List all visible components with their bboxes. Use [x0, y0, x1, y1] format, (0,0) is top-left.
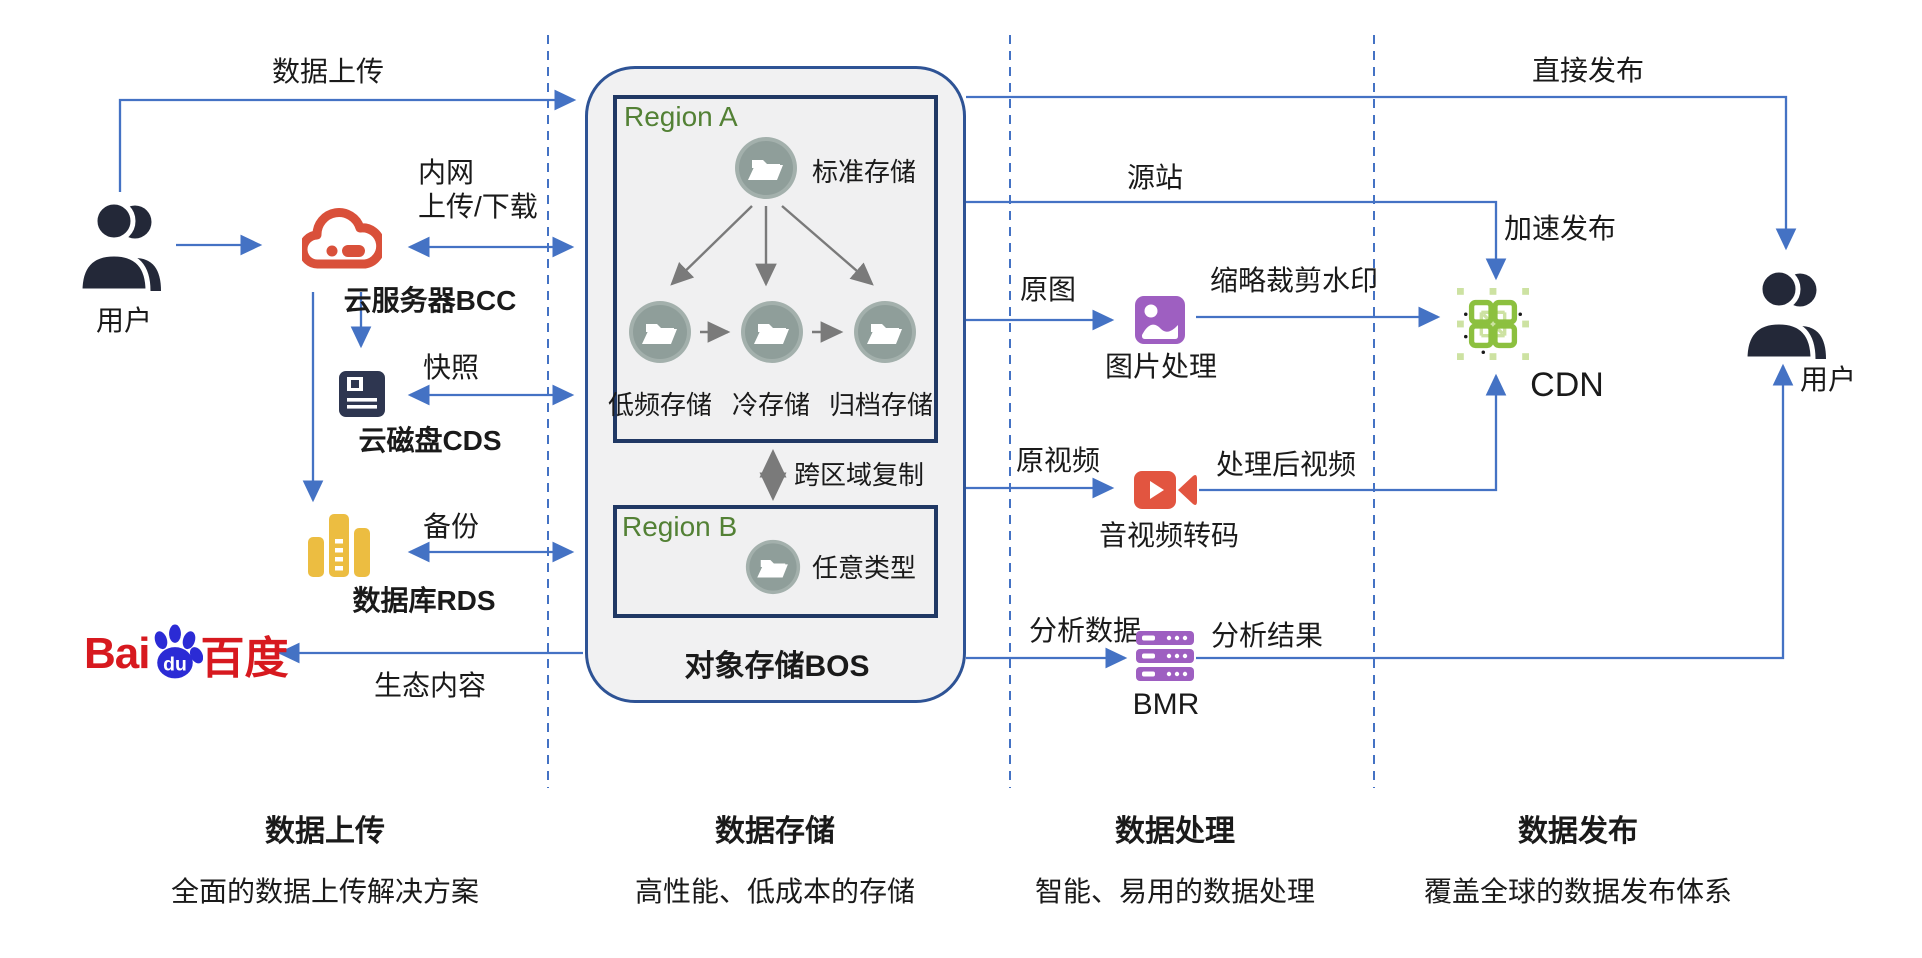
media-transcoding-icon	[1134, 467, 1198, 518]
infrequent-storage-label: 低频存储	[607, 390, 713, 420]
analyze-result-label: 分析结果	[1210, 620, 1324, 651]
standard-storage-label: 标准存储	[812, 157, 917, 187]
region-b-label: Region B	[622, 511, 738, 542]
intranet-line2: 上传/下载	[418, 191, 538, 222]
any-type-label: 任意类型	[812, 553, 917, 583]
footer-col-upload: 数据上传 全面的数据上传解决方案	[171, 806, 479, 910]
cdn-label: CDN	[1530, 366, 1604, 404]
footer-desc-processing: 智能、易用的数据处理	[1034, 876, 1316, 907]
intranet-line1: 内网	[418, 157, 475, 188]
cdn-icon	[1457, 288, 1529, 365]
region-a-label: Region A	[624, 101, 738, 132]
any-type-folder-icon	[745, 539, 801, 600]
intranet-edge-label: 内网 上传/下载	[418, 156, 538, 224]
baidu-paw-icon: du	[147, 624, 204, 685]
eco-content-edge-label: 生态内容	[373, 670, 487, 701]
rds-label: 数据库RDS	[352, 585, 496, 616]
infrequent-storage-folder-icon	[628, 300, 692, 369]
image-processing-label: 图片处理	[1104, 351, 1218, 382]
original-image-label: 原图	[1019, 274, 1077, 305]
snapshot-edge-label: 快照	[422, 352, 480, 383]
media-transcoding-label: 音视频转码	[1098, 520, 1240, 551]
archive-storage-label: 归档存储	[828, 390, 934, 420]
footer-title-publishing: 数据发布	[1517, 815, 1638, 848]
bmr-label: BMR	[1132, 688, 1200, 721]
baidu-logo-du: du	[164, 653, 188, 675]
cds-label: 云磁盘CDS	[358, 425, 502, 456]
cds-disk-icon	[339, 371, 385, 422]
user-right-icon	[1741, 264, 1833, 367]
cold-storage-folder-icon	[740, 300, 804, 369]
footer-title-storage: 数据存储	[714, 815, 835, 848]
standard-storage-folder-icon	[734, 136, 798, 205]
direct-publish-label: 直接发布	[1531, 55, 1645, 86]
baidu-logo-bai: Bai	[84, 629, 150, 678]
user-left-label: 用户	[95, 305, 153, 336]
baidu-logo-cn: 百度	[200, 634, 289, 683]
user-right-label: 用户	[1800, 364, 1857, 395]
user-left-icon	[76, 196, 168, 299]
upload-edge-label: 数据上传	[271, 56, 385, 87]
image-processing-icon	[1135, 296, 1185, 349]
phase-separators	[547, 35, 1375, 788]
cold-storage-label: 冷存储	[731, 390, 811, 420]
footer-col-storage: 数据存储 高性能、低成本的存储	[635, 806, 915, 910]
footer-desc-publishing: 覆盖全球的数据发布体系	[1423, 876, 1733, 907]
bcc-cloud-icon	[298, 200, 386, 281]
footer-col-publishing: 数据发布 覆盖全球的数据发布体系	[1424, 806, 1732, 910]
bmr-icon	[1136, 631, 1194, 688]
archive-storage-folder-icon	[853, 300, 917, 369]
accelerated-publish-label: 加速发布	[1503, 213, 1617, 244]
bos-title: 对象存储BOS	[684, 650, 870, 683]
footer-title-upload: 数据上传	[264, 815, 385, 848]
baidu-logo: Bai du 百度	[84, 622, 288, 686]
original-video-label: 原视频	[1015, 445, 1101, 476]
footer-col-processing: 数据处理 智能、易用的数据处理	[1035, 806, 1315, 910]
origin-edge-label: 源站	[1126, 162, 1184, 193]
cross-region-replication-label: 跨区域复制	[794, 460, 925, 490]
rds-database-icon	[306, 510, 372, 583]
processed-video-label: 处理后视频	[1215, 449, 1357, 480]
analyze-data-label: 分析数据	[1028, 615, 1142, 646]
thumb-crop-watermark-label: 缩略裁剪水印	[1209, 265, 1379, 296]
backup-edge-label: 备份	[422, 511, 480, 542]
footer-desc-upload: 全面的数据上传解决方案	[170, 876, 480, 907]
footer-desc-storage: 高性能、低成本的存储	[634, 876, 916, 907]
footer-title-processing: 数据处理	[1114, 815, 1235, 848]
bcc-label: 云服务器BCC	[343, 285, 517, 316]
